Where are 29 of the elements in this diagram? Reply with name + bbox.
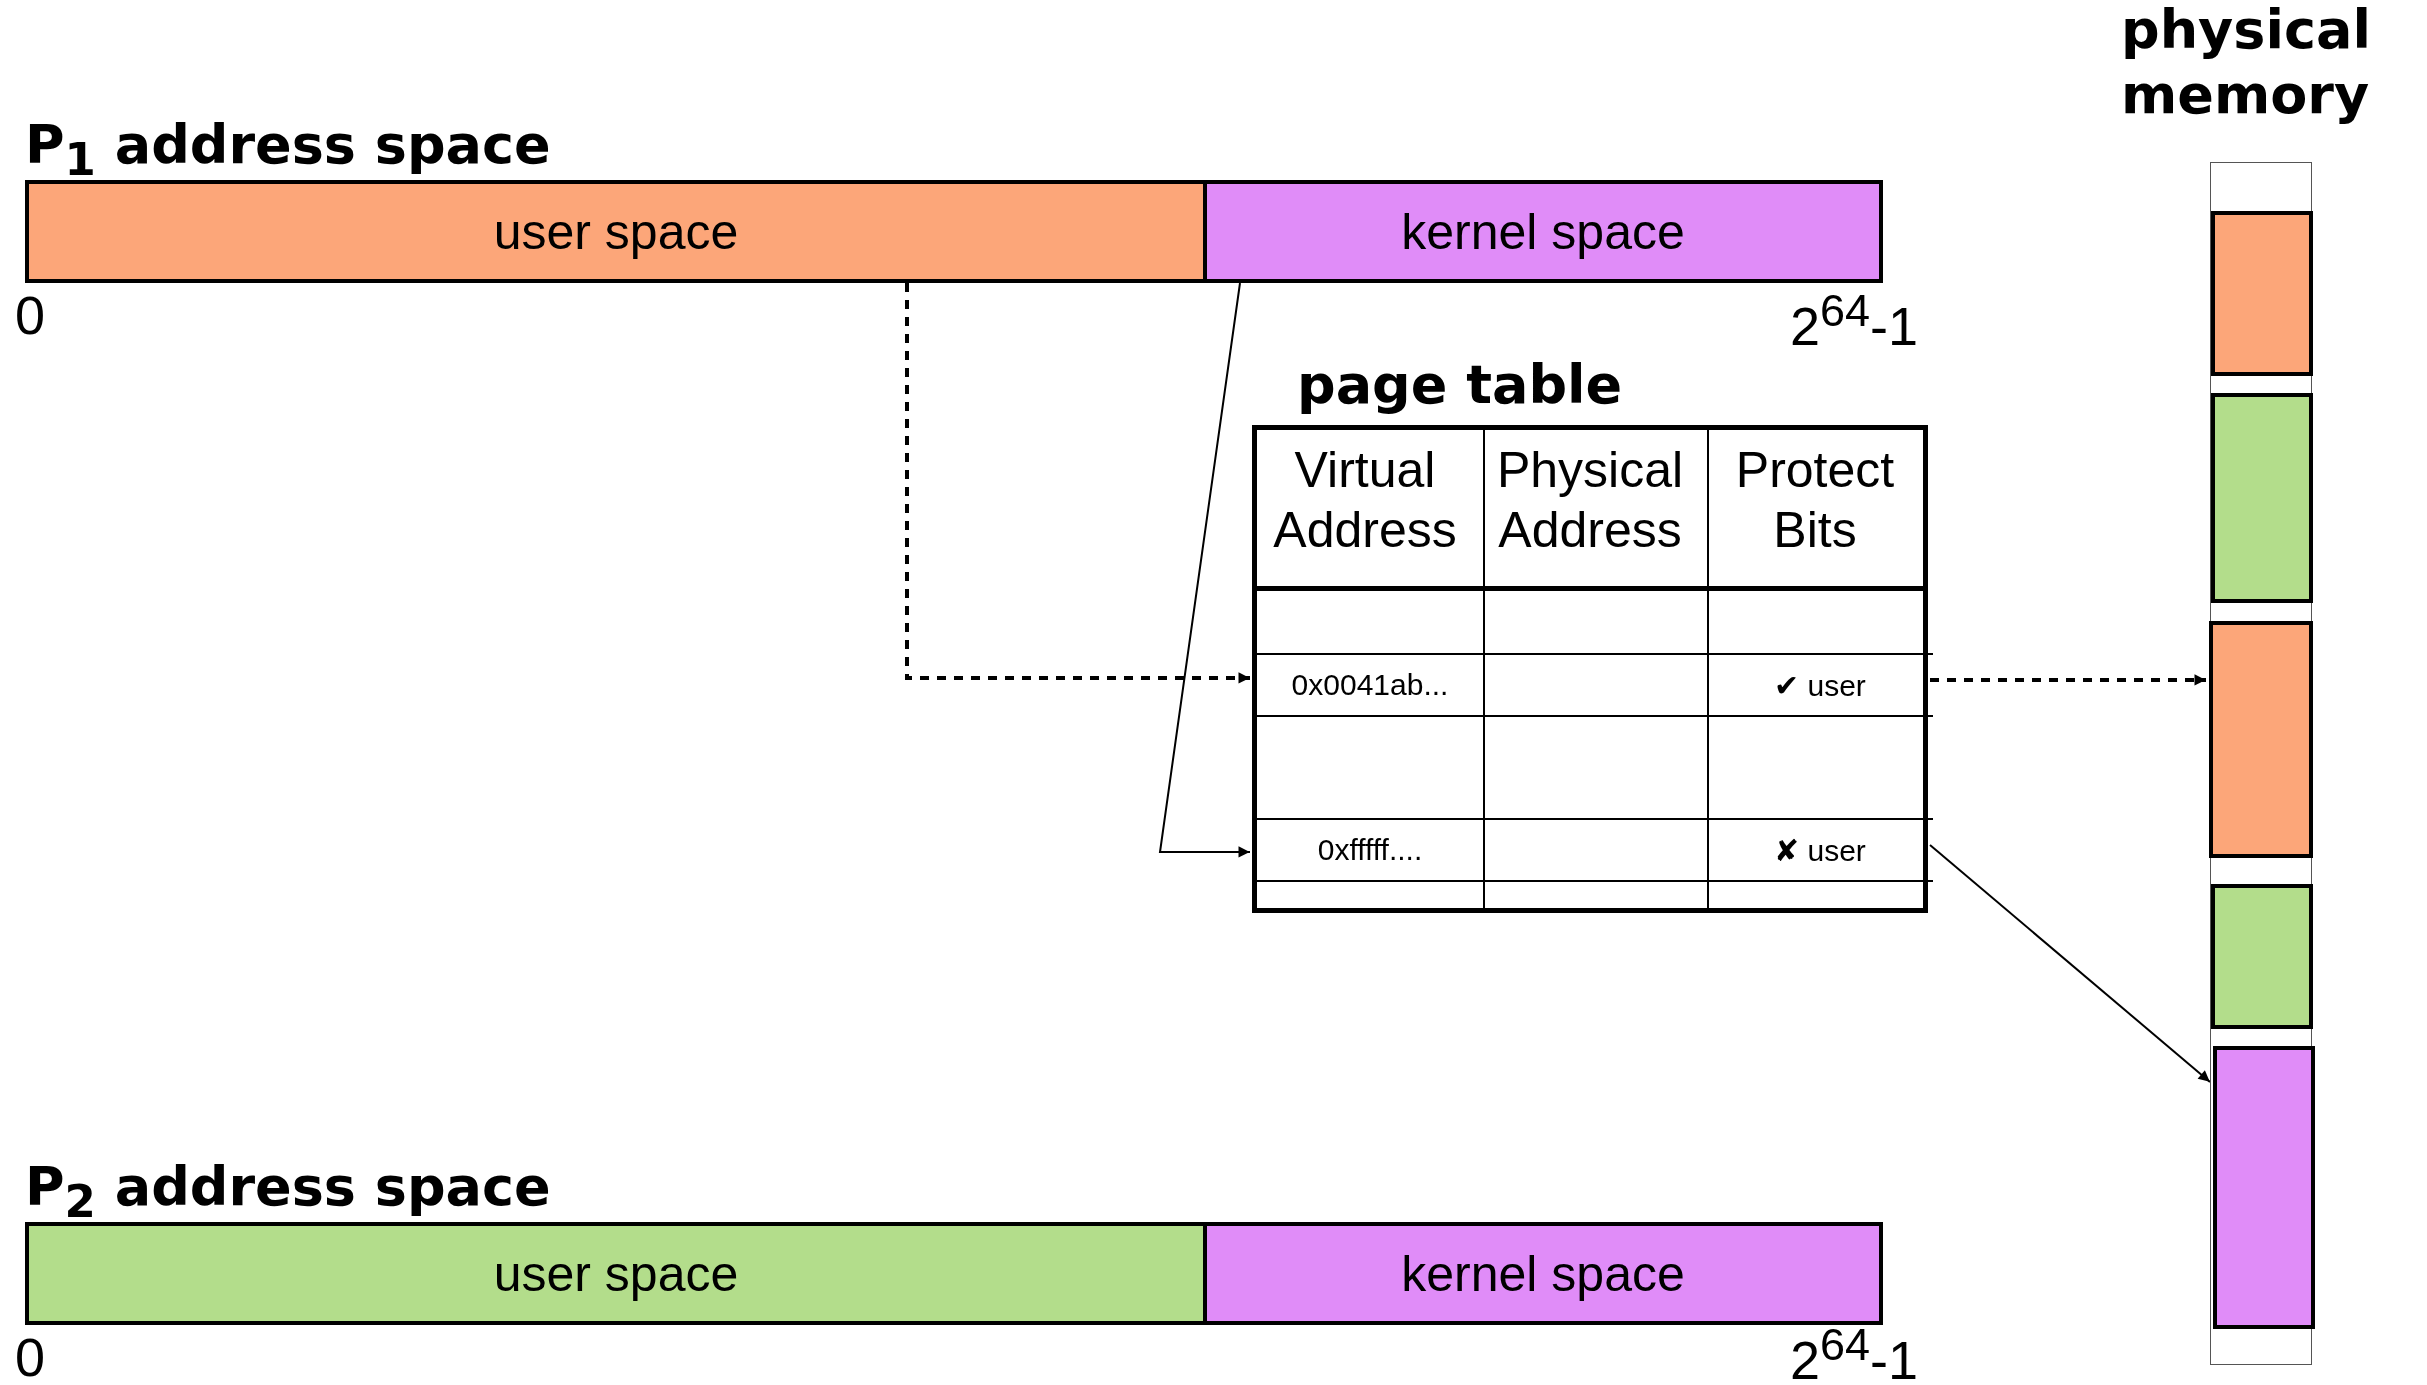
arrow	[1929, 844, 2211, 1083]
protection-value: ✘ user	[1773, 833, 1867, 868]
arrow	[905, 283, 1250, 684]
memory-block	[2213, 1046, 2315, 1329]
table-heading: page table	[1297, 355, 1623, 415]
axis-value: 2$^{64}$-1	[1790, 1322, 1919, 1385]
address-space-heading: P$_{1}$ address space	[25, 115, 551, 185]
memory-block	[2211, 884, 2313, 1029]
protection-value: ✔ user	[1773, 668, 1867, 703]
segment-label: kernel space	[1401, 1244, 1685, 1303]
axis-value: 2$^{64}$-1	[1790, 288, 1919, 353]
column-header: Physical Address	[1495, 441, 1685, 560]
address-value: 0x0041ab...	[1290, 668, 1450, 702]
memory-block	[2211, 393, 2313, 603]
memory-block	[2209, 621, 2313, 858]
arrow	[1158, 282, 1251, 858]
segment-label: user space	[493, 202, 739, 261]
axis-value: 0	[15, 1330, 46, 1384]
column-header: Virtual Address	[1272, 441, 1458, 560]
address-value: 0xfffff....	[1316, 833, 1424, 867]
memory-block	[2211, 211, 2313, 376]
column-header: Protect Bits	[1734, 441, 1896, 560]
axis-value: 0	[15, 288, 46, 342]
table-row	[1257, 653, 1933, 717]
segment-label: kernel space	[1401, 202, 1685, 261]
memory-heading: physical memory	[2121, 0, 2372, 128]
address-space-heading: P$_{2}$ address space	[25, 1157, 551, 1227]
arrow	[1930, 674, 2206, 686]
segment-label: user space	[493, 1244, 739, 1303]
